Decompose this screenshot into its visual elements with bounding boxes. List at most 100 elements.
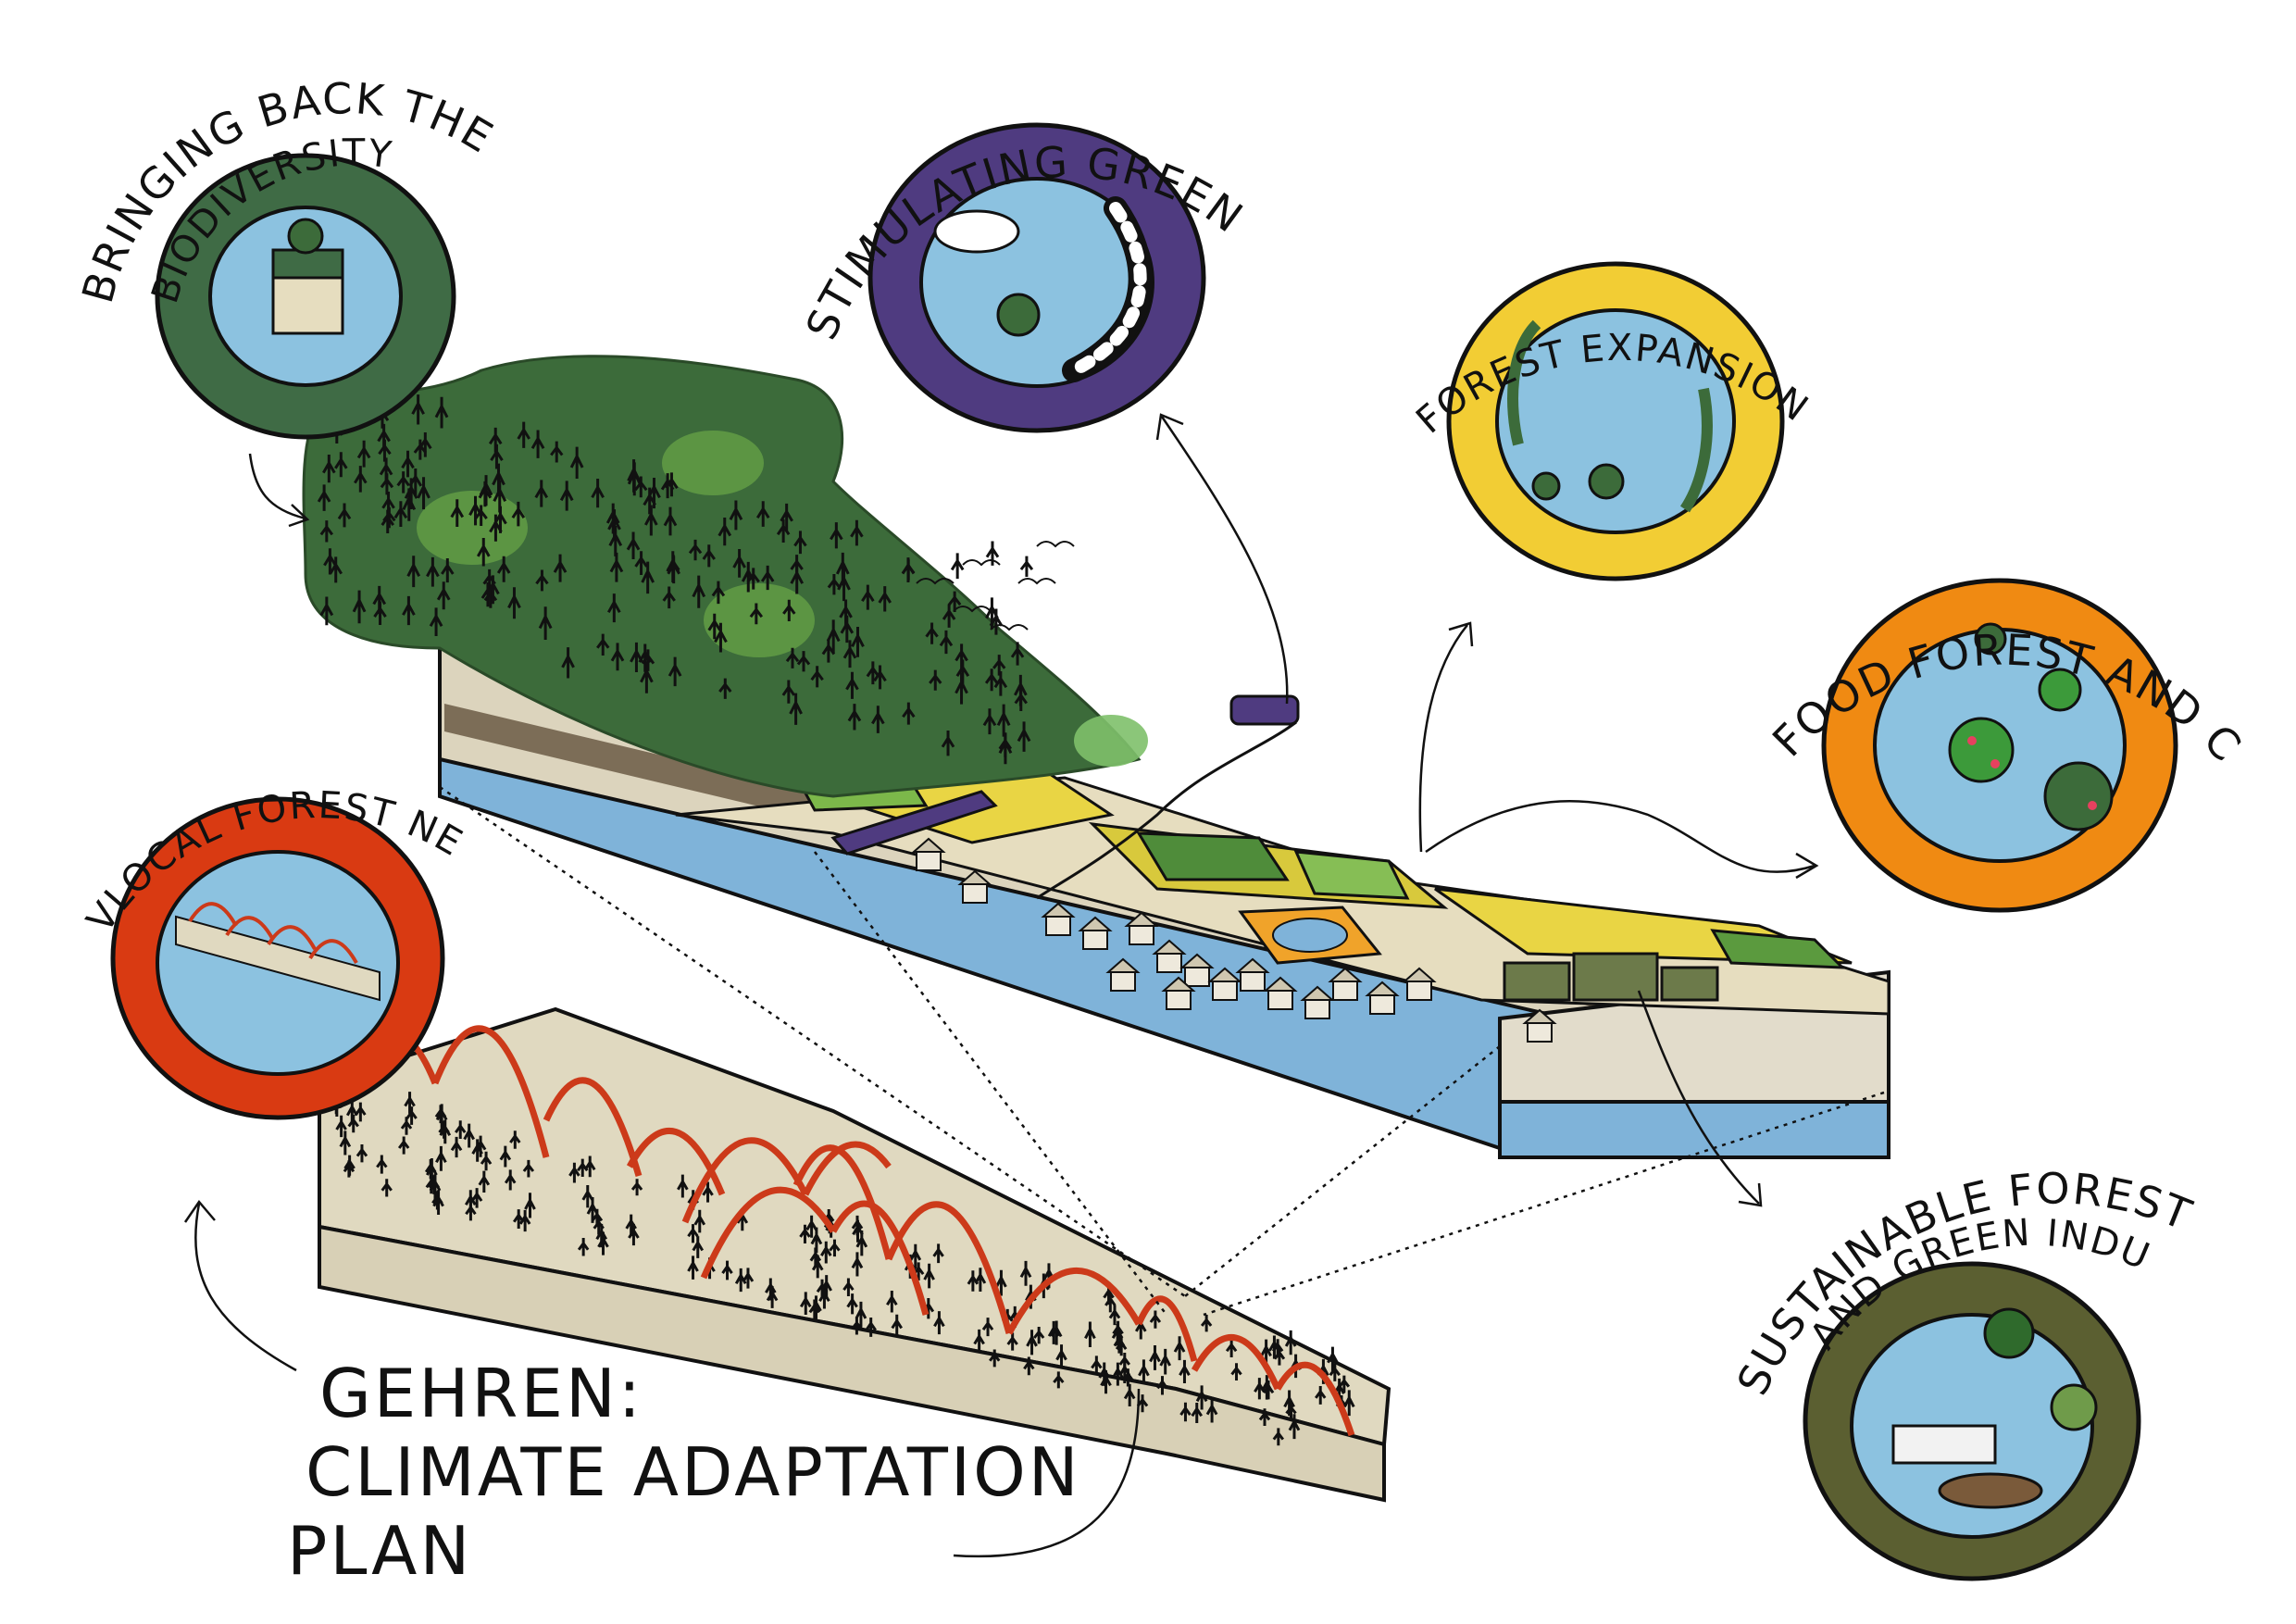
conifer-tree-icon [1010,642,1025,666]
conifer-tree-icon [455,1120,467,1140]
biodiversity-badge [155,153,456,440]
conifer-tree-icon [981,1318,994,1337]
conifer-tree-icon [1191,1402,1204,1424]
conifer-tree-icon [329,556,343,583]
conifer-tree-icon [933,1311,945,1335]
conifer-tree-icon [829,1239,841,1257]
tree-icon [1588,463,1625,500]
conifer-tree-icon [819,1241,832,1264]
conifer-tree-icon [1284,1330,1297,1355]
conifer-tree-icon [439,1119,452,1144]
conifer-tree-icon [886,1291,898,1313]
conifer-tree-icon [393,501,408,528]
conifer-tree-icon [641,561,655,594]
conifer-tree-icon [490,443,504,469]
canopy-cluster [417,491,528,565]
network-arc [1005,1268,1142,1335]
conifer-tree-icon [530,430,545,458]
conifer-tree-icon [861,584,875,610]
conifer-tree-icon [660,473,675,499]
forestry-badge [1803,1261,2141,1581]
conifer-tree-icon [755,501,770,527]
conifer-tree-icon [707,613,722,640]
conifer-tree-icon [746,568,760,590]
conifer-tree-icon [714,622,728,653]
conifer-tree-icon [851,1252,864,1277]
conifer-tree-icon [559,481,574,511]
food-forest-badge [1821,578,2178,913]
arrow-to-food [1425,800,1816,874]
conifer-tree-icon [337,503,352,528]
conifer-tree-icon [465,1201,477,1221]
conifer-tree-icon [1149,1310,1162,1329]
arrow-to-forestry [1637,990,1760,1205]
house-icon [1402,967,1437,1001]
conifer-tree-icon [827,574,842,595]
conifer-tree-icon [1173,1336,1186,1361]
conifer-tree-icon [760,565,775,591]
conifer-tree-icon [808,1299,821,1319]
house-icon [1041,902,1076,936]
house-icon [1207,967,1242,1001]
forest-network-block [318,1006,1391,1503]
conifer-tree-icon [1100,1370,1112,1394]
conifer-tree-icon [1200,1315,1213,1332]
conifer-tree-icon [1156,1376,1168,1395]
conifer-tree-icon [517,421,530,448]
conifer-tree-icon [1017,721,1031,752]
conifer-tree-icon [400,1117,413,1135]
conifer-tree-icon [625,1214,637,1237]
conifer-tree-icon [811,1255,824,1279]
conifer-tree-icon [950,553,965,580]
conifer-tree-icon [692,575,706,608]
conifer-tree-icon [799,1292,812,1316]
conifer-tree-icon [851,1318,863,1335]
conifer-tree-icon [780,503,793,531]
conifer-tree-icon [1315,1386,1327,1405]
conifer-tree-icon [596,633,610,656]
conifer-tree-icon [1019,1260,1032,1286]
conifer-tree-icon [688,539,703,561]
conifer-tree-icon [626,531,641,560]
conifer-tree-icon [597,1231,609,1255]
conifer-tree-icon [776,518,791,543]
conifer-tree-icon [742,1268,755,1289]
conifer-tree-icon [995,1269,1007,1296]
conifer-tree-icon [793,531,807,555]
conifer-tree-icon [865,1318,877,1337]
conifer-tree-icon [789,693,803,725]
conifer-tree-icon [1179,1359,1191,1383]
house-icon [1328,967,1363,1001]
conifer-tree-icon [382,506,396,529]
conifer-tree-icon [347,1114,359,1133]
conifer-tree-icon [608,525,623,556]
conifer-tree-icon [939,630,954,655]
industry-buildings [1503,952,1719,1002]
conifer-tree-icon [380,473,394,495]
network-arc [792,1144,892,1260]
conifer-tree-icon [499,1145,512,1168]
conifer-tree-icon [561,647,575,679]
conifer-tree-icon [378,439,392,462]
conifer-tree-icon [434,396,449,429]
conifer-tree-icon [411,394,425,425]
network-arc [830,1200,930,1316]
conifer-tree-icon [782,599,796,622]
conifer-tree-icon [866,661,880,685]
conifer-tree-icon [402,595,416,626]
conifer-tree-icon [319,596,334,626]
conifer-tree-icon [634,476,648,498]
conifer-tree-icon [373,601,387,626]
conifer-tree-icon [1205,1398,1218,1423]
conifer-tree-icon [634,551,648,575]
conifer-tree-icon [941,730,955,756]
conifer-tree-icon [790,564,805,594]
road [1036,720,1297,900]
conifer-tree-icon [470,1188,483,1208]
conifer-tree-icon [1159,1348,1172,1375]
network-arc [700,1186,836,1280]
conifer-tree-icon [1023,1356,1035,1376]
conifer-tree-icon [851,626,865,657]
arrow-to-biodiversity [248,453,306,520]
